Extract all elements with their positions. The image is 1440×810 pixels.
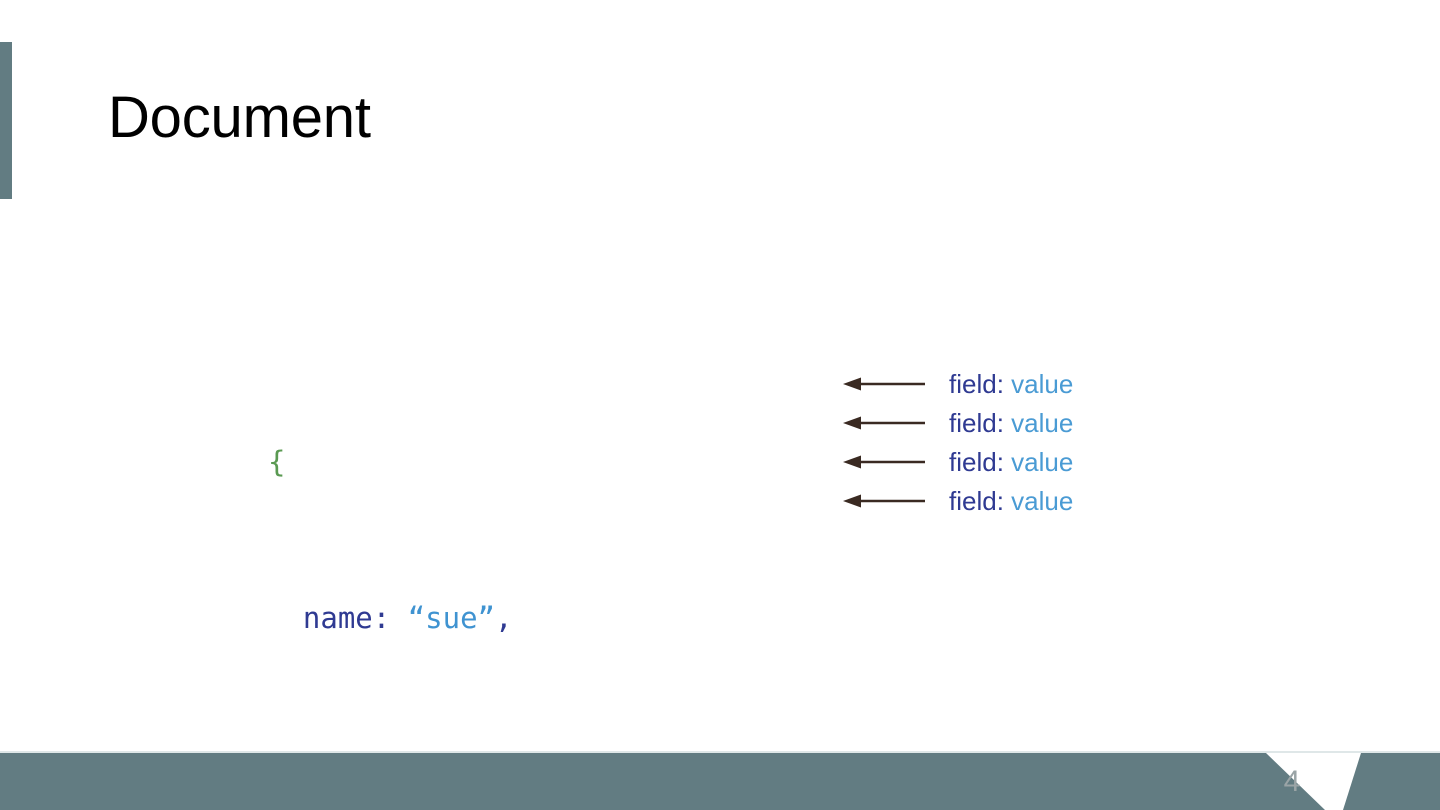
annotation-field: field [949,485,997,516]
comma-0: , [495,601,513,635]
annotation-label: field: value [949,410,1073,436]
colon-0: : [372,601,408,635]
annotation-colon: : [996,446,1012,477]
annotation-value: value [1011,485,1074,516]
annotation-row: field: value [841,364,1073,403]
code-line-name: name: “sue”, [268,599,792,638]
arrow-left-icon [843,416,925,429]
arrow-left-icon [843,377,925,390]
annotation-label: field: value [949,449,1073,475]
annotation-label: field: value [949,488,1073,514]
slide-number: 4 [1283,765,1301,798]
annotation-value: value [1011,407,1074,438]
annotation-colon: : [996,368,1012,399]
annotation-colon: : [996,407,1012,438]
page-title: Document [108,85,371,150]
annotation-label: field: value [949,371,1073,397]
arrow-left-icon [843,455,925,468]
annotation-list: field: value field: value field: value f… [841,364,1073,520]
annotation-row: field: value [841,403,1073,442]
footer-bar-left-slab [0,753,1325,810]
code-line-open-brace: { [268,443,792,482]
annotation-field: field [949,368,997,399]
annotation-value: value [1011,368,1074,399]
annotation-colon: : [996,485,1012,516]
annotation-field: field [949,407,997,438]
footer-decoration-bar [0,753,1440,810]
field-value-0: “sue” [407,601,495,635]
arrow-left-icon [843,494,925,507]
title-accent-bar [0,42,12,199]
field-name-0: name [302,601,373,635]
footer-hairline [0,751,1440,753]
annotation-row: field: value [841,481,1073,520]
json-code-block: { name: “sue”, age: 26, status: “A”, gro… [268,326,792,810]
annotation-value: value [1011,446,1074,477]
indent-0 [268,601,303,635]
open-brace-token: { [268,445,286,479]
annotation-field: field [949,446,997,477]
annotation-row: field: value [841,442,1073,481]
footer-bar-right-slab [1343,753,1440,810]
